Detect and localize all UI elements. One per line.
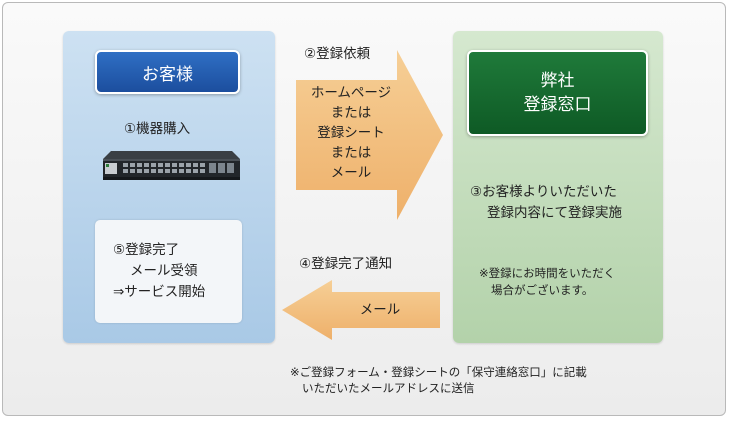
customer-title: お客様 <box>142 64 193 85</box>
step-purchase: ①機器購入 <box>124 121 191 137</box>
company-title-line1: 弊社 <box>540 71 575 91</box>
request-arrow <box>296 50 443 220</box>
company-title-badge: 弊社 登録窓口 <box>467 50 648 136</box>
registration-note-line2: 場合がございます。 <box>491 283 594 297</box>
step-registration-line1: ③お客様よりいただいた <box>470 184 617 200</box>
request-method-3: メール <box>330 165 372 181</box>
step-notify-label: ④登録完了通知 <box>299 256 393 272</box>
network-switch-icon <box>103 151 240 180</box>
completion-arrow <box>282 280 440 340</box>
notify-method: メール <box>359 302 401 318</box>
customer-title-badge: お客様 <box>95 50 240 94</box>
footnote-line1: ※ご登録フォーム・登録シートの「保守連絡窓口」に記載 <box>290 365 587 379</box>
step-completion-line2: メール受領 <box>130 263 198 279</box>
request-or-2: または <box>330 145 372 161</box>
footnote-line2: いただいたメールアドレスに送信 <box>302 381 475 395</box>
completion-box: ⑤登録完了 メール受領 ⇒サービス開始 <box>95 220 242 323</box>
step-completion-line3: ⇒サービス開始 <box>113 284 206 300</box>
request-method-2: 登録シート <box>317 125 385 141</box>
request-or-1: または <box>330 105 372 121</box>
company-title-line2: 登録窓口 <box>523 95 592 115</box>
registration-note-line1: ※登録にお時間をいただく <box>479 266 616 280</box>
request-method-1: ホームページ <box>310 85 392 101</box>
step-completion-line1: ⑤登録完了 <box>113 242 180 258</box>
step-request-label: ②登録依頼 <box>304 46 371 62</box>
step-registration-line2: 登録内容にて登録実施 <box>487 205 622 221</box>
